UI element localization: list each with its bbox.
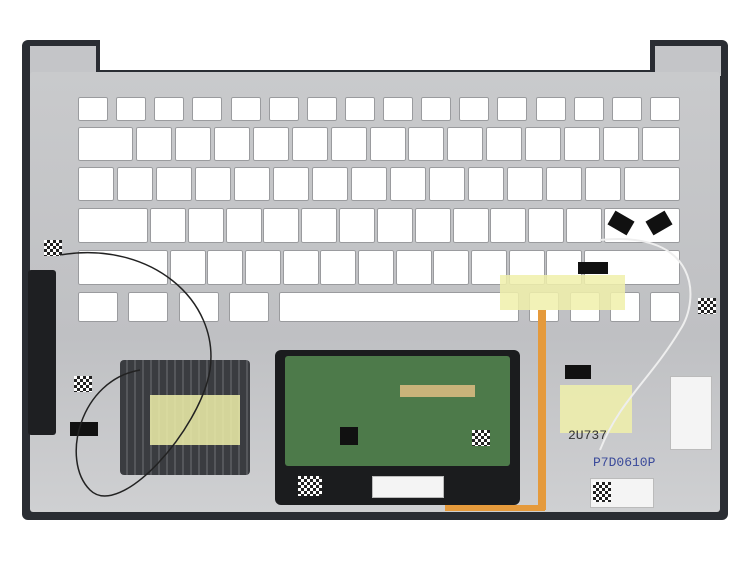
key-cutout [154, 97, 185, 121]
key-cutout [78, 292, 118, 322]
key-cutout [169, 250, 206, 285]
qr-code [698, 298, 716, 314]
key-cutout [429, 167, 465, 201]
key-cutout [291, 127, 328, 161]
key-cutout [282, 250, 319, 285]
key-cutout [611, 97, 642, 121]
speaker [28, 270, 56, 435]
key-cutout [187, 208, 224, 243]
key-cutout [585, 167, 621, 201]
key-cutout [414, 208, 451, 243]
key-cutout [468, 167, 504, 201]
key-cutout [535, 97, 566, 121]
key-cutout [486, 127, 523, 161]
key-cutout [78, 97, 108, 121]
key-cutout [117, 167, 153, 201]
key-cutout [358, 250, 394, 285]
stamp-number: 2U737 [568, 428, 608, 443]
key-cutout [312, 167, 348, 201]
key-cutout [447, 127, 484, 161]
key-cutout [268, 97, 299, 121]
key-cutout [528, 208, 565, 243]
key-cutout [273, 167, 309, 201]
label-sticker [670, 376, 712, 450]
flex-cable-bottom [445, 505, 545, 511]
key-cutout [213, 127, 250, 161]
key-cutout [433, 250, 470, 285]
key-cutout [78, 127, 133, 161]
key-cutout [174, 127, 211, 161]
key-cutout [156, 167, 192, 201]
key-cutout [408, 127, 445, 161]
key-cutout [573, 97, 604, 121]
key-cutout [395, 250, 432, 285]
key-cutout [507, 167, 543, 201]
key-cutout [383, 97, 414, 121]
qr-code [44, 240, 62, 256]
touchpad-pcb [285, 356, 510, 466]
flex-cable [538, 310, 546, 510]
key-cutout [78, 167, 114, 201]
key-cutout [252, 127, 289, 161]
key-cutout [128, 292, 169, 322]
tape-right [560, 385, 632, 433]
key-cutout [497, 97, 528, 121]
key-cutout [490, 208, 527, 243]
key-cutout [351, 167, 387, 201]
key-cutout [376, 208, 413, 243]
qr-code [593, 482, 611, 502]
key-cutout [78, 208, 148, 243]
key-cutout [390, 167, 426, 201]
key-cutout [225, 208, 262, 243]
key-cutout [306, 97, 337, 121]
hinge-tab-right [655, 46, 721, 76]
qr-code [74, 376, 92, 392]
qr-code [298, 476, 322, 496]
key-cutout [421, 97, 452, 121]
tape-top-right [500, 275, 625, 310]
key-cutout [263, 208, 300, 243]
key-cutout [116, 97, 147, 121]
hinge-tab-left [30, 46, 96, 76]
qr-code [472, 430, 490, 446]
key-cutout [149, 208, 186, 243]
key-cutout [301, 208, 338, 243]
touchpad-chip [340, 427, 358, 445]
key-cutout [178, 292, 219, 322]
key-cutout [279, 292, 519, 322]
frame-notch [100, 40, 650, 70]
key-cutout [234, 167, 270, 201]
key-cutout [135, 127, 172, 161]
key-cutout [207, 250, 244, 285]
key-cutout [344, 97, 375, 121]
black-tape [578, 262, 608, 274]
key-cutout [195, 167, 231, 201]
key-cutout [564, 127, 601, 161]
key-cutout [459, 97, 490, 121]
black-tape [565, 365, 591, 379]
key-cutout [566, 208, 603, 243]
key-cutout [245, 250, 281, 285]
black-tape [70, 422, 98, 436]
key-cutout [546, 167, 582, 201]
key-cutout [650, 292, 680, 322]
key-cutout [369, 127, 406, 161]
key-cutout [603, 127, 640, 161]
key-cutout [230, 97, 261, 121]
key-cutout [228, 292, 269, 322]
key-cutout [452, 208, 489, 243]
touchpad-sticker [372, 476, 444, 498]
key-cutout [650, 97, 680, 121]
key-cutout [624, 167, 680, 201]
key-cutout [330, 127, 367, 161]
tape-left [150, 395, 240, 445]
key-cutout [320, 250, 357, 285]
key-cutout [339, 208, 376, 243]
key-cutout [192, 97, 223, 121]
part-number: P7D0610P [593, 455, 656, 470]
pcb-connector [400, 385, 475, 397]
key-cutout [525, 127, 562, 161]
key-cutout [642, 127, 680, 161]
